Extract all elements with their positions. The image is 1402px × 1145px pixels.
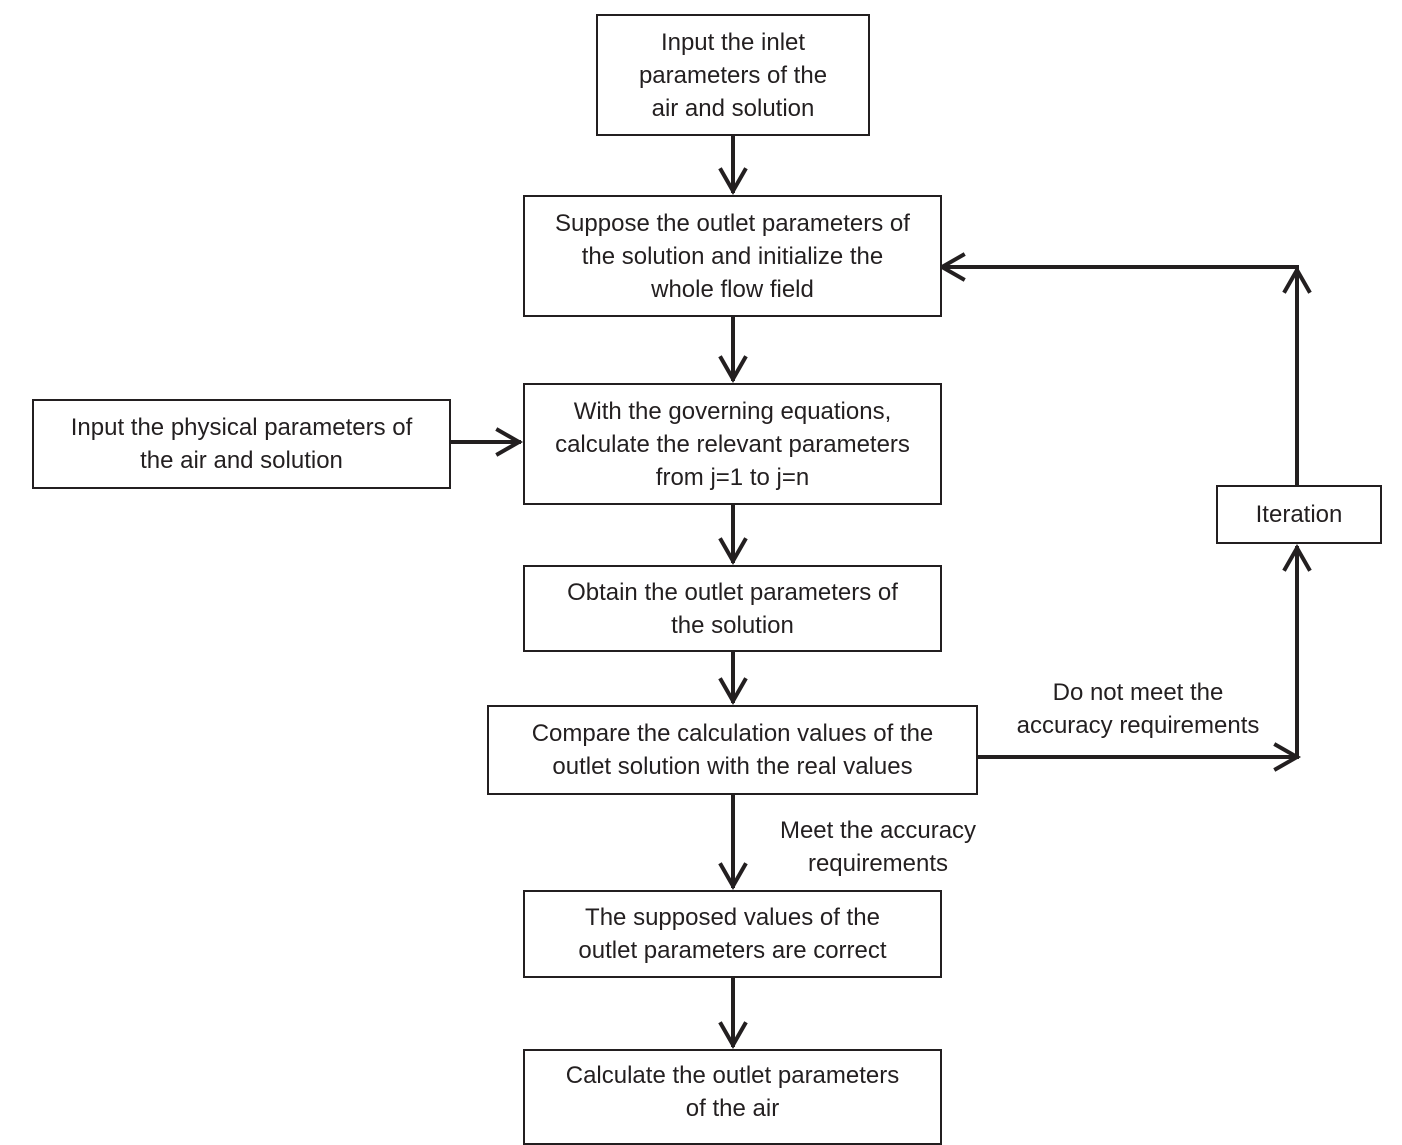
meet-accuracy-label: Meet the accuracy requirements [779,817,977,877]
iteration-box: Iteration [1216,485,1382,544]
compare-values-box: Compare the calculation values of the ou… [487,705,978,795]
obtain-outlet-parameters-box: Obtain the outlet parameters of the solu… [523,565,942,652]
arrow-back-to-suppose [937,252,1299,282]
arrow-inlet-to-suppose [718,134,748,196]
suppose-outlet-parameters-box: Suppose the outlet parameters of the sol… [523,195,942,317]
governing-equations-box: With the governing equations, calculate … [523,383,942,505]
not-meet-accuracy-label: Do not meet the accuracy requirements [1016,679,1260,739]
physical-parameters-input-box: Input the physical parameters of the air… [32,399,451,489]
calculate-air-outlet-box: Calculate the outlet parameters of the a… [523,1049,942,1145]
arrow-compare-to-right [976,742,1302,772]
arrow-governing-to-obtain [718,503,748,566]
arrow-physical-to-governing [449,427,524,457]
arrow-compare-to-correct [718,793,748,891]
arrow-iteration-up [1282,265,1312,487]
arrow-obtain-to-compare [718,650,748,706]
inlet-parameters-input-box: Input the inlet parameters of the air an… [596,14,870,136]
arrow-suppose-to-governing [718,315,748,384]
arrow-correct-to-calc-air [718,976,748,1050]
arrow-up-to-iteration [1282,543,1312,759]
supposed-values-correct-box: The supposed values of the outlet parame… [523,890,942,978]
